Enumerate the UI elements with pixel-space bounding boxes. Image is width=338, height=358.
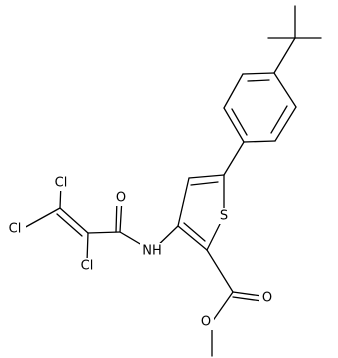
atom-label-chlorine-left: Cl <box>4 221 26 237</box>
svg-text:O: O <box>201 315 211 330</box>
svg-text:Cl: Cl <box>55 176 68 191</box>
svg-text:S: S <box>220 209 228 224</box>
methyl-ester-group <box>206 249 263 357</box>
svg-text:Cl: Cl <box>9 222 22 237</box>
svg-text:O: O <box>262 291 272 306</box>
aryl-thiophene-bond <box>223 141 245 176</box>
atom-label-chlorine-bottom: Cl <box>76 258 98 274</box>
atom-label-ester-ether-oxygen: O <box>198 314 214 330</box>
tert-butyl-group <box>267 5 322 74</box>
svg-text:NH: NH <box>142 244 162 259</box>
benzene-ring <box>223 72 297 143</box>
svg-text:Cl: Cl <box>81 259 94 274</box>
atom-label-ester-carbonyl-oxygen: O <box>259 290 275 306</box>
trichlorovinyl-group <box>21 182 121 263</box>
svg-text:O: O <box>116 191 126 206</box>
atom-label-sulfur: S <box>216 208 232 224</box>
atom-label-nh: NH <box>140 243 164 259</box>
atom-label-amide-oxygen: O <box>113 190 129 206</box>
atom-label-chlorine-top: Cl <box>50 175 72 191</box>
